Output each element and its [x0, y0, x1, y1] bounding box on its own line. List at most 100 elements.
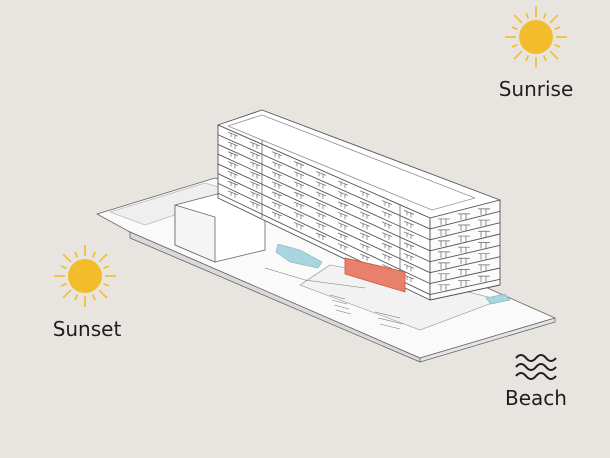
balcony — [478, 275, 490, 283]
sun-ray — [525, 12, 530, 19]
balcony — [271, 191, 283, 199]
floor-lines — [217, 131, 501, 295]
sunrise-sun-icon — [505, 6, 567, 68]
balcony — [271, 151, 283, 159]
balcony — [478, 264, 490, 271]
balcony — [458, 213, 470, 220]
balcony — [249, 151, 261, 159]
waves-icon — [515, 354, 557, 380]
balcony — [315, 212, 327, 220]
sun-disc — [519, 20, 553, 54]
balcony — [271, 181, 283, 189]
balcony — [249, 171, 261, 179]
balcony — [315, 170, 327, 179]
balcony — [438, 218, 450, 225]
sun-ray — [513, 50, 523, 60]
terrace-details — [264, 267, 404, 330]
balcony — [458, 235, 470, 243]
floor-slab — [217, 173, 501, 274]
balcony — [381, 264, 393, 272]
balcony — [271, 211, 283, 219]
balcony — [271, 161, 283, 169]
balcony — [359, 190, 371, 198]
sun-ray — [511, 43, 518, 48]
balcony — [337, 243, 349, 251]
balcony — [337, 232, 349, 241]
balcony — [381, 242, 393, 251]
balcony — [315, 201, 327, 210]
sun-ray — [554, 43, 561, 48]
sun-ray — [91, 251, 96, 258]
balcony — [478, 230, 490, 238]
balcony — [458, 269, 470, 276]
sun-ray — [103, 282, 110, 287]
balcony — [458, 224, 470, 231]
sun-ray — [542, 12, 547, 19]
sunrise-label: Sunrise — [498, 77, 574, 101]
balcony — [403, 242, 415, 250]
balcony — [315, 232, 327, 241]
balcony — [438, 251, 450, 258]
balcony — [381, 232, 393, 240]
sun-ray — [62, 289, 72, 299]
balcony — [293, 211, 305, 220]
balcony — [337, 191, 349, 199]
balcony — [478, 253, 490, 260]
balcony — [359, 232, 371, 240]
sunset-label: Sunset — [52, 317, 122, 341]
sun-ray — [513, 14, 523, 24]
floor-slab — [217, 192, 501, 295]
balcony — [227, 161, 239, 169]
balcony — [249, 201, 261, 209]
sun-ray — [554, 26, 561, 31]
balcony — [337, 211, 349, 220]
highlighted-units — [344, 257, 406, 293]
sunset-sun-icon — [54, 245, 116, 307]
balcony — [438, 240, 450, 247]
balcony — [403, 210, 415, 218]
balcony — [227, 151, 239, 159]
floor-slab — [217, 134, 501, 230]
balcony — [359, 201, 371, 209]
balcony — [403, 231, 415, 239]
balcony — [315, 222, 327, 230]
balcony — [458, 257, 470, 265]
balcony — [478, 242, 490, 249]
balcony — [249, 191, 261, 199]
balcony — [293, 191, 305, 199]
floor-slab — [217, 182, 501, 285]
pool — [275, 243, 323, 269]
small-pool — [485, 293, 511, 305]
balcony — [438, 262, 450, 269]
balcony — [227, 141, 239, 149]
balcony — [478, 219, 490, 227]
balcony — [271, 201, 283, 209]
sun-ray — [511, 26, 518, 31]
sun-ray — [60, 265, 67, 270]
balcony — [438, 229, 450, 236]
sun-ray — [62, 253, 72, 263]
sun-ray — [98, 253, 108, 263]
sun-ray — [98, 289, 108, 299]
sun-disc — [68, 259, 102, 293]
sun-ray — [74, 251, 79, 258]
sun-ray — [60, 282, 67, 287]
balcony — [271, 171, 283, 179]
floor-slab — [217, 153, 501, 252]
balcony — [315, 181, 327, 189]
balcony — [359, 222, 371, 230]
balcony — [478, 208, 490, 215]
balcony — [458, 246, 470, 254]
sun-ray — [91, 294, 96, 301]
balcony — [458, 280, 470, 287]
balcony — [438, 284, 450, 291]
balcony — [381, 210, 393, 219]
hotel-building — [217, 109, 501, 301]
balcony — [227, 131, 239, 140]
balcony — [438, 273, 450, 280]
sun-ray — [549, 50, 559, 60]
balcony — [403, 220, 415, 229]
beach-label: Beach — [505, 386, 567, 410]
sun-ray — [549, 14, 559, 24]
